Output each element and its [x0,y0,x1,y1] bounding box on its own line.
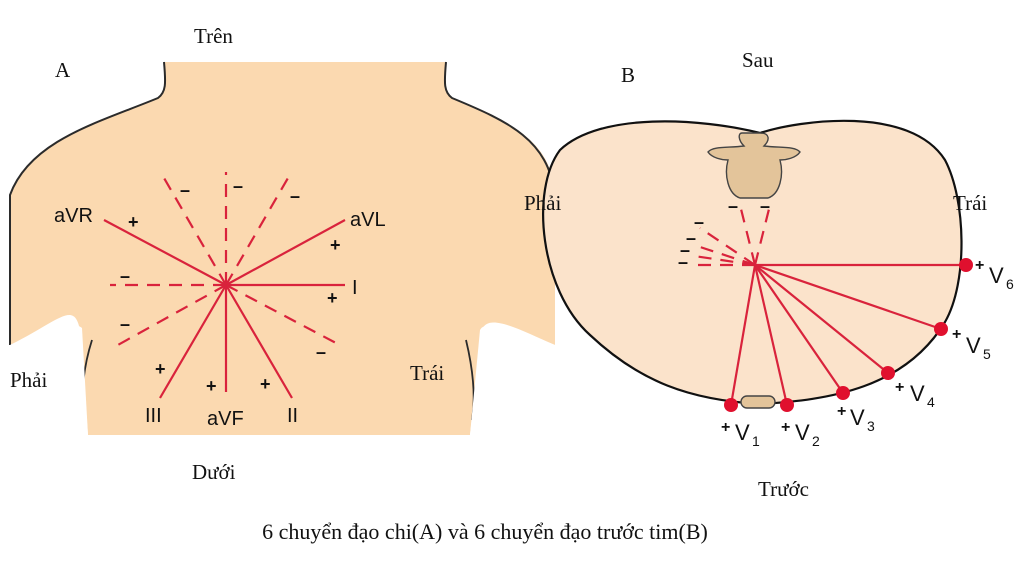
lead-avr-line [103,219,227,286]
plus-sign-avl: + [330,235,341,255]
minus-sign-avf: – [233,176,243,196]
panel-b-letter: B [621,63,635,87]
minus-sign-avl: – [120,314,130,334]
electrode-v4-label: + V 4 [895,379,935,410]
spine-vertebra [707,132,801,199]
panel-b: – – – – – – + V 1 + V 2 + V 3 + V 4 + V [524,48,1014,501]
panel-a-left-side-label: Trái [410,361,444,385]
plus-sign-ii: + [260,374,271,394]
lead-v2-line [753,264,789,406]
electrode-v6-label: + V 6 [975,257,1014,292]
plus-sign-avr: + [128,212,139,232]
svg-text:+: + [975,257,984,274]
lead-ii-line [225,284,293,399]
lead-v3-line [754,264,844,394]
electrode-v1-label: + V 1 [721,419,760,449]
svg-text:V: V [910,381,925,406]
neg-line-2 [753,204,772,266]
lead-avl-line [225,219,346,286]
minus-sign-b2: – [760,196,770,216]
minus-sign-i: – [120,266,130,286]
plus-sign-i: + [327,288,338,308]
svg-text:2: 2 [812,433,820,449]
electrode-v3 [836,386,850,400]
lead-avl-label: aVL [350,209,386,231]
svg-text:V: V [735,420,750,445]
panel-a-top-label: Trên [194,24,233,48]
electrode-v2-label: + V 2 [781,419,820,449]
svg-text:+: + [781,419,790,436]
minus-sign-avr: – [316,342,326,362]
svg-text:6: 6 [1006,276,1014,292]
electrode-v3-label: + V 3 [837,403,875,434]
lead-iii-label: III [145,405,162,427]
panel-a-bottom-label: Dưới [192,460,236,484]
svg-text:V: V [795,420,810,445]
electrode-v5-label: + V 5 [952,326,991,362]
plus-sign-iii: + [155,359,166,379]
plus-sign-avf: + [206,376,217,396]
panel-b-front-label: Trước [758,477,809,501]
minus-sign-b6: – [678,252,688,272]
sternum [740,395,776,409]
neg-line-5 [693,254,756,267]
neg-line-1 [738,204,757,266]
svg-text:+: + [837,403,846,420]
neg-line-4 [696,244,756,267]
panel-b-left-label: Trái [953,191,987,215]
svg-text:V: V [850,405,865,430]
panel-a-letter: A [55,58,71,82]
svg-text:3: 3 [867,418,875,434]
torso-outline [9,61,556,345]
minus-sign-b1: – [728,196,738,216]
lead-v5-line [754,263,942,331]
electrode-v5 [934,322,948,336]
panel-a-right-side-label: Phải [10,368,48,392]
svg-text:1: 1 [752,433,760,449]
neg-line-3 [699,227,756,266]
minus-sign-iii: – [290,186,300,206]
svg-text:+: + [952,326,961,343]
panel-a: + + + + + + – – – – – – aVR aVL I III aV… [9,24,556,484]
minus-sign-b5: – [680,240,690,260]
torso-silhouette [10,62,555,435]
svg-text:5: 5 [983,346,991,362]
electrode-v1 [724,398,738,412]
lead-v4-line [754,264,889,374]
lead-ii-label: II [287,405,298,427]
minus-sign-ii: – [180,180,190,200]
svg-text:V: V [966,333,981,358]
lead-i-label: I [352,277,358,299]
electrode-v4 [881,366,895,380]
minus-sign-b3: – [694,212,704,232]
lead-avr-label: aVR [54,205,93,227]
svg-text:+: + [721,419,730,436]
lead-iii-line [159,284,227,399]
minus-sign-b4: – [686,228,696,248]
electrode-v6 [959,258,973,272]
lead-v1-line [729,264,757,406]
panel-b-back-label: Sau [742,48,774,72]
svg-text:+: + [895,379,904,396]
svg-text:4: 4 [927,394,935,410]
lead-avf-label: aVF [207,408,244,430]
svg-text:V: V [989,263,1004,288]
electrode-v2 [780,398,794,412]
panel-b-right-label: Phải [524,191,562,215]
figure-caption: 6 chuyển đạo chi(A) và 6 chuyển đạo trướ… [262,519,708,544]
